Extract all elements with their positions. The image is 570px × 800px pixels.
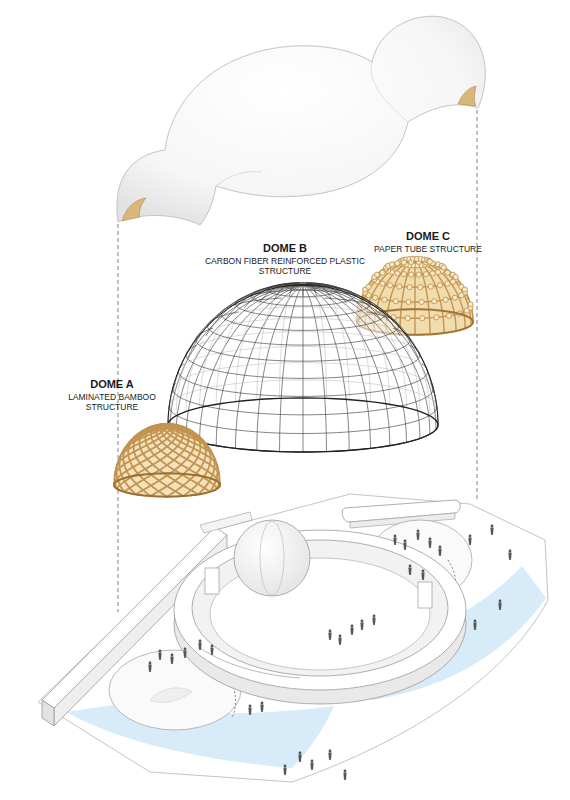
structure-label: LAMINATED BAMBOO STRUCTURE xyxy=(60,392,164,412)
structure-label: PAPER TUBE STRUCTURE xyxy=(362,244,494,254)
projection-lines xyxy=(118,110,477,612)
roof-membrane xyxy=(117,16,485,225)
site-plan xyxy=(38,494,548,782)
dome-title: DOME A xyxy=(67,378,157,391)
dome-title: DOME C xyxy=(388,230,468,243)
people-figures xyxy=(148,525,511,780)
dome-title: DOME B xyxy=(240,242,330,255)
structure-label: CARBON FIBER REINFORCED PLASTIC STRUCTUR… xyxy=(196,256,374,276)
cfrp-lattice-dome xyxy=(168,282,438,452)
bamboo-lattice-dome xyxy=(114,424,220,497)
